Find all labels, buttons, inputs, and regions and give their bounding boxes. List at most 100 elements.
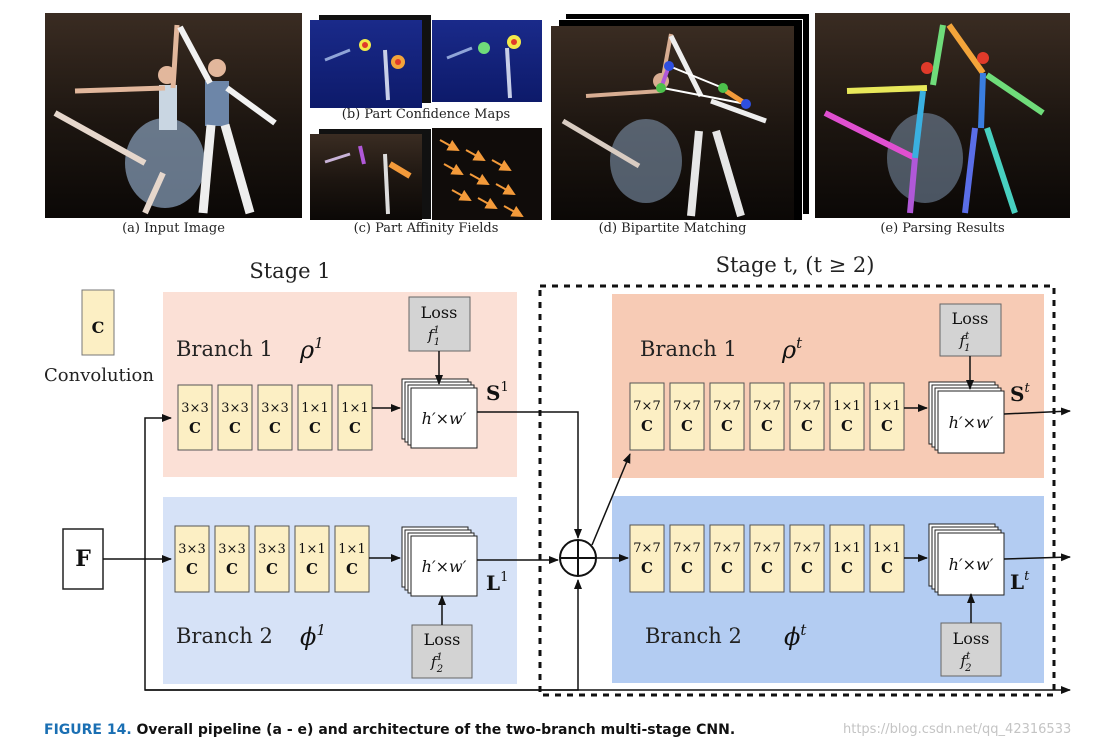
svg-text:h′×w′: h′×w′	[422, 557, 467, 576]
svg-text:ft1: ft1	[959, 331, 971, 354]
staget-branch1-conv-blocks: 7×7C7×7C7×7C7×7C7×7C1×1C1×1C	[629, 382, 905, 451]
conv-letter: C	[761, 559, 773, 577]
staget-branch2-conv-blocks: 7×7C7×7C7×7C7×7C7×7C1×1C1×1C	[629, 524, 905, 593]
conv-kernel-size: 3×3	[218, 542, 245, 557]
conv-letter: C	[841, 559, 853, 577]
svg-text:h′×w′: h′×w′	[949, 555, 994, 574]
conv-letter: C	[346, 560, 358, 578]
conv-block	[294, 525, 330, 593]
panel-a-image	[45, 13, 302, 218]
affinity-arrows	[439, 139, 524, 217]
figure-caption-text: Overall pipeline (a - e) and architectur…	[131, 722, 736, 738]
conv-kernel-size: 1×1	[338, 542, 365, 557]
stage1-branch1-label: Branch 1	[176, 337, 273, 361]
parsing-results-illustration	[823, 23, 1045, 214]
conv-letter: C	[641, 417, 653, 435]
plus-circle-icon	[559, 539, 597, 577]
stage1-branch2-conv-blocks: 3×3C3×3C3×3C1×1C1×1C	[174, 525, 370, 593]
conv-kernel-size: 3×3	[258, 542, 285, 557]
conv-letter: C	[681, 559, 693, 577]
conv-kernel-size: 7×7	[673, 399, 700, 414]
svg-text:Loss: Loss	[421, 303, 458, 322]
watermark: https://blog.csdn.net/qq_42316533	[843, 722, 1072, 737]
conv-kernel-size: 7×7	[633, 399, 660, 414]
conv-letter: C	[186, 560, 198, 578]
legend-label: Convolution	[44, 365, 154, 386]
conv-kernel-size: 3×3	[261, 401, 288, 416]
conv-block	[789, 382, 825, 451]
staget-branch1-label: Branch 1	[640, 337, 737, 361]
panel-d-image	[551, 26, 794, 220]
conv-kernel-size: 1×1	[301, 401, 328, 416]
figure-caption-label: FIGURE 14.	[44, 722, 132, 738]
conv-block	[297, 384, 333, 451]
conv-kernel-size: 1×1	[833, 399, 860, 414]
input-feature-label: F	[75, 546, 91, 572]
staget-output-l: Lt	[1010, 569, 1030, 594]
conv-kernel-size: 7×7	[753, 541, 780, 556]
conv-letter: C	[841, 417, 853, 435]
svg-text:f11: f11	[427, 325, 440, 348]
conv-letter: C	[801, 559, 813, 577]
bipartite-illustration	[561, 33, 767, 218]
conv-kernel-size: 1×1	[833, 541, 860, 556]
stage-t-title: Stage t, (t ≥ 2)	[716, 253, 875, 277]
figure-caption: FIGURE 14. Overall pipeline (a - e) and …	[44, 722, 735, 738]
conv-letter: C	[641, 559, 653, 577]
stage1-branch2-label: Branch 2	[176, 624, 273, 648]
conv-kernel-size: 3×3	[221, 401, 248, 416]
conv-letter: C	[266, 560, 278, 578]
svg-text:h′×w′: h′×w′	[422, 409, 467, 428]
panel-e-image	[815, 13, 1070, 218]
conv-block	[669, 524, 705, 593]
conv-block	[214, 525, 250, 593]
conv-letter: C	[801, 417, 813, 435]
arrow-icon	[103, 351, 1071, 694]
conv-block	[174, 525, 210, 593]
svg-text:Loss: Loss	[953, 629, 990, 648]
conv-letter: C	[721, 417, 733, 435]
conv-kernel-size: 7×7	[793, 399, 820, 414]
conv-connection-arrows	[369, 404, 928, 562]
stage1-branch1-symbol: ρ1	[299, 334, 324, 364]
stage1-output-l: L1	[486, 570, 508, 595]
stage1-branch2-featuremap: h′×w′	[401, 526, 478, 597]
conv-block	[869, 524, 905, 593]
conv-block	[334, 525, 370, 593]
conv-block	[669, 382, 705, 451]
conv-block	[869, 382, 905, 451]
conv-kernel-size: 1×1	[298, 542, 325, 557]
stage1-output-s: S1	[486, 380, 509, 405]
svg-text:Loss: Loss	[952, 309, 989, 328]
panel-b-map-3	[432, 20, 542, 102]
conv-kernel-size: 3×3	[181, 401, 208, 416]
conv-kernel-size: 7×7	[753, 399, 780, 414]
legend-conv-box	[81, 289, 115, 356]
conv-block	[629, 524, 665, 593]
conv-letter: C	[306, 560, 318, 578]
architecture-diagram: Stage 1 Stage t, (t ≥ 2) C Convolution B…	[44, 253, 1071, 697]
conv-kernel-size: 7×7	[713, 541, 740, 556]
svg-text:Loss: Loss	[424, 630, 461, 649]
conv-letter: C	[309, 419, 321, 437]
conv-letter: C	[681, 417, 693, 435]
conv-block	[829, 524, 865, 593]
conv-block	[789, 524, 825, 593]
conv-block	[709, 382, 745, 451]
conv-kernel-size: 1×1	[341, 401, 368, 416]
conv-letter: C	[881, 559, 893, 577]
panel-c-field-1	[310, 134, 422, 220]
conv-kernel-size: 7×7	[793, 541, 820, 556]
staget-branch2-symbol: ϕt	[784, 621, 807, 651]
conv-block	[337, 384, 373, 451]
dancers-illustration	[53, 24, 277, 215]
staget-branch2-label: Branch 2	[645, 624, 742, 648]
stage-t-dashed-border	[538, 284, 1056, 697]
legend-conv-letter: C	[92, 318, 105, 337]
panel-b-caption: (b) Part Confidence Maps	[341, 107, 511, 122]
conv-block	[749, 524, 785, 593]
